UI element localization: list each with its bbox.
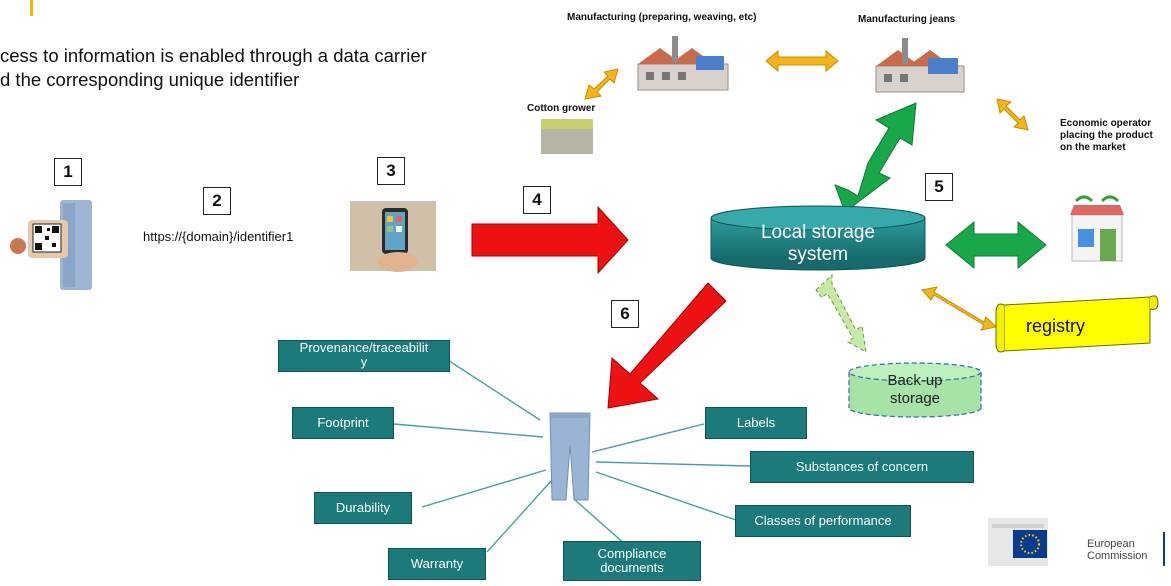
shop-icon xyxy=(1070,195,1124,262)
headline-line1: cess to information is enabled through a… xyxy=(0,45,427,66)
phone-scan-image xyxy=(350,201,436,272)
attribute-labels: Labels xyxy=(705,407,807,439)
backup-line1: Back-up xyxy=(887,372,943,389)
ec-logo-text: European Commission xyxy=(1087,538,1148,562)
attribute-connectors xyxy=(393,354,751,553)
backup-line2: storage xyxy=(889,390,941,407)
supply-chain-arrows xyxy=(584,49,1029,331)
qr-code-icon xyxy=(35,226,59,250)
registry-label: registry xyxy=(1026,316,1086,336)
arrow-backup-dashed xyxy=(815,273,867,353)
arrow-storage-factory-green xyxy=(834,102,917,213)
ec-line1: European xyxy=(1087,538,1135,550)
attribute-warranty: Warranty xyxy=(388,548,486,580)
qr-scan-illustration xyxy=(10,200,92,290)
backup-storage-cylinder xyxy=(848,362,982,418)
identifier-url: https://{domain}/identifier1 xyxy=(143,229,294,244)
local-storage-line2: system xyxy=(787,244,849,265)
backup-storage-label: Back-up storage xyxy=(849,372,981,408)
accent-bar xyxy=(30,0,33,16)
attribute-durability: Durability xyxy=(314,492,412,524)
headline-line2: d the corresponding unique identifier xyxy=(0,69,300,90)
manufacturing-label: Manufacturing (preparing, weaving, etc) xyxy=(567,12,757,23)
step-1-label: 1 xyxy=(54,158,82,186)
step-6-label: 6 xyxy=(611,300,639,328)
jeans-manufacturing-label: Manufacturing jeans xyxy=(858,14,956,25)
jeans-icon xyxy=(549,412,591,501)
attribute-classes: Classes of performance xyxy=(735,505,911,537)
headline: cess to information is enabled through a… xyxy=(0,44,520,92)
step-2-label: 2 xyxy=(203,187,231,215)
registry-scroll xyxy=(995,295,1159,353)
cotton-field-image xyxy=(541,119,593,154)
attribute-footprint: Footprint xyxy=(292,407,394,439)
step-5-label: 5 xyxy=(925,173,953,201)
arrow-6-red xyxy=(607,282,727,409)
local-storage-line1: Local storage xyxy=(760,222,876,243)
local-storage-label: Local storage system xyxy=(711,222,925,266)
operator-line2: placing the product xyxy=(1060,130,1153,141)
factory-icon xyxy=(637,36,729,91)
jeans-factory-icon xyxy=(875,38,965,93)
attribute-provenance: Provenance/traceabilit y xyxy=(278,340,450,372)
local-storage-cylinder xyxy=(710,205,926,271)
step-4-label: 4 xyxy=(523,186,551,214)
operator-line3: on the market xyxy=(1060,142,1126,153)
ec-logo-icon xyxy=(988,518,1165,566)
operator-line1: Economic operator xyxy=(1060,118,1152,129)
attribute-substances: Substances of concern xyxy=(750,451,974,483)
attribute-compliance: Compliance documents xyxy=(563,541,701,581)
arrow-storage-operator-green xyxy=(945,220,1047,270)
ec-line2: Commission xyxy=(1087,550,1148,562)
step-3-label: 3 xyxy=(377,157,405,185)
economic-operator-label: Economic operator placing the product on… xyxy=(1060,118,1153,154)
cotton-grower-label: Cotton grower xyxy=(527,103,596,114)
arrow-4-red xyxy=(471,205,629,275)
